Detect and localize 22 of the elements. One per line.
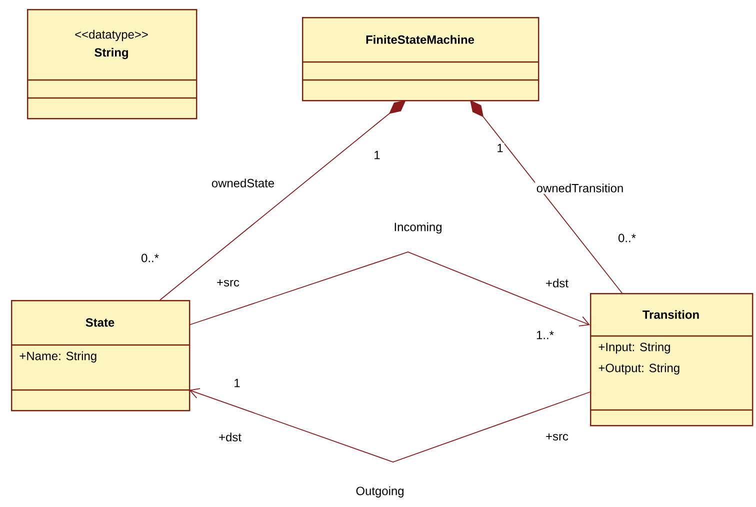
composition-line — [160, 100, 406, 300]
edge-label: ownedTransition — [534, 182, 626, 194]
end-label: 1..* — [535, 330, 555, 340]
composition-line — [470, 100, 622, 294]
edge-label: Outgoing — [354, 484, 406, 500]
edge-label: ownedState — [210, 177, 276, 189]
class-box: <<datatype>> String — [27, 9, 198, 120]
end-label: 0..* — [617, 232, 637, 244]
end-label: +dst — [218, 432, 242, 442]
association-arrow — [189, 388, 590, 462]
end-label: 1 — [372, 150, 382, 160]
end-label: 0..* — [140, 252, 160, 264]
end-label: 1 — [496, 142, 504, 154]
class-box: State +Name: String — [11, 300, 190, 412]
end-label: 1 — [232, 378, 242, 388]
end-label: +dst — [544, 278, 570, 288]
edge-label: Incoming — [392, 220, 444, 236]
end-label: +src — [216, 278, 240, 288]
class-box: Transition +Input: String +Output: String — [590, 293, 754, 426]
association-arrow — [188, 252, 590, 326]
class-box: FiniteStateMachine — [302, 17, 540, 102]
end-label: +src — [544, 432, 570, 442]
